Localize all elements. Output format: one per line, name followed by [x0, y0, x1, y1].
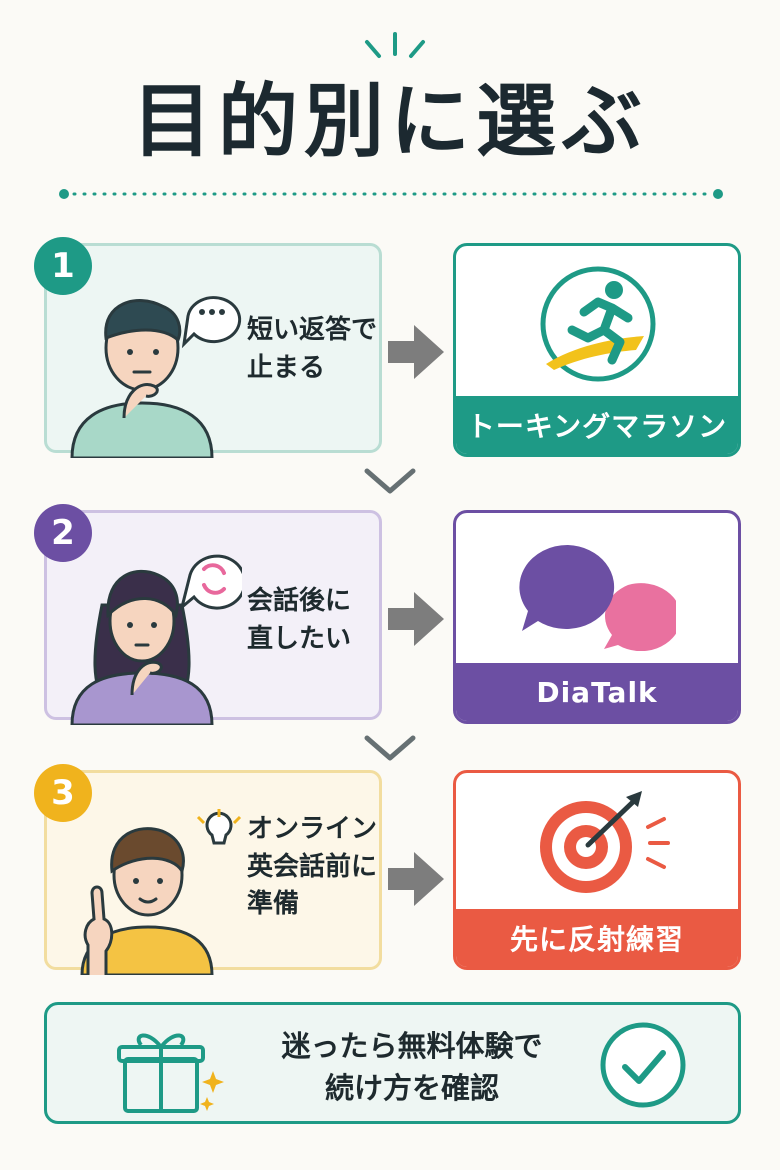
chevron-down-icon [364, 735, 416, 761]
solution-label: DiaTalk [456, 663, 738, 721]
target-icon [540, 791, 670, 893]
check-circle-icon [600, 1022, 686, 1108]
solution-card[interactable]: DiaTalk [453, 510, 741, 724]
sparkle-lines-icon [365, 32, 425, 58]
right-arrow-icon [388, 325, 444, 379]
option-row-2: 2 会話後に 直したい DiaTalk [0, 504, 780, 761]
step-number-badge: 2 [34, 504, 92, 562]
problem-text: 短い返答で 止まる [247, 315, 378, 383]
page-title: 目的別に選ぶ [132, 75, 648, 168]
right-arrow-icon [388, 592, 444, 646]
thinking-man-icon [70, 296, 242, 458]
step-number-badge: 3 [34, 764, 92, 822]
step-number-badge: 1 [34, 237, 92, 295]
option-row-1: 1 短い返答で 止まる トーキングマラソン [0, 237, 780, 494]
problem-card: オンライン 英会話前に 準備 [44, 770, 382, 975]
solution-label: トーキングマラソン [456, 396, 738, 454]
problem-card: 会話後に 直したい [44, 510, 382, 725]
solution-card[interactable]: トーキングマラソン [453, 243, 741, 457]
speech-bubbles-icon [519, 544, 676, 651]
problem-text: オンライン 英会話前に 準備 [247, 814, 378, 920]
gift-icon [117, 1033, 224, 1113]
chevron-down-icon [364, 468, 416, 494]
idea-boy-icon [80, 809, 242, 975]
free-trial-text: 迷ったら無料体験で 続け方を確認 [281, 1029, 543, 1106]
problem-card: 短い返答で 止まる [44, 243, 382, 458]
problem-text: 会話後に 直したい [247, 586, 352, 654]
solution-card[interactable]: 先に反射練習 [453, 770, 741, 970]
option-row-3: 3 オンライン 英会話前に 準備 先に [0, 764, 780, 1010]
solution-label: 先に反射練習 [456, 909, 738, 967]
thinking-woman-icon [70, 554, 242, 725]
free-trial-banner[interactable]: 迷ったら無料体験で 続け方を確認 [44, 1002, 741, 1124]
runner-icon [540, 266, 656, 382]
right-arrow-icon [388, 852, 444, 906]
dotted-divider [59, 189, 723, 199]
